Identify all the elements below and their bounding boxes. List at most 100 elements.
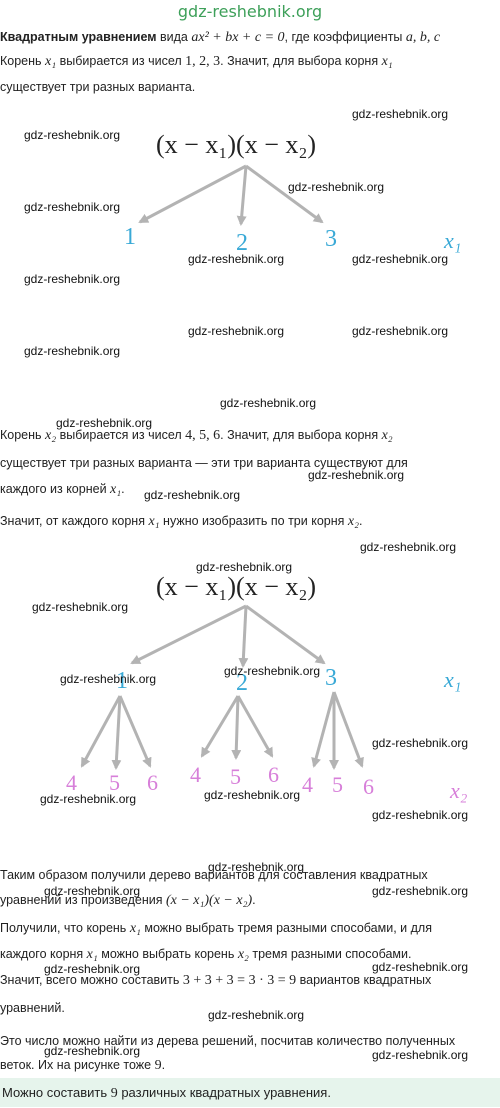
watermark: gdz-reshebnik.org bbox=[56, 416, 153, 430]
text: можно выбрать корень bbox=[97, 947, 238, 961]
text: выбирается из чисел bbox=[56, 428, 186, 442]
text: Значит, от каждого корня bbox=[0, 514, 149, 528]
text: вариантов квадратных bbox=[296, 973, 432, 987]
coefficients: a, b, c bbox=[405, 30, 441, 45]
watermark: gdz-reshebnik.org bbox=[220, 396, 317, 410]
answer-box: Можно составить 9 различных квадратных у… bbox=[0, 1078, 500, 1107]
text: . bbox=[121, 482, 125, 496]
text: Значит, всего можно составить bbox=[0, 973, 183, 987]
tree1-node-3: 3 bbox=[325, 226, 337, 252]
tree2-leaf: 5 bbox=[230, 764, 241, 789]
tree2-leaf: 5 bbox=[332, 772, 343, 797]
watermark: gdz-reshebnik.org bbox=[208, 860, 305, 874]
watermark: gdz-reshebnik.org bbox=[372, 736, 469, 750]
numbers: 1, 2, 3 bbox=[185, 54, 221, 69]
watermark: gdz-reshebnik.org bbox=[360, 540, 457, 554]
text: вида bbox=[156, 30, 192, 44]
tree1-level-label-x1: x₁ bbox=[444, 228, 462, 253]
tree2-leaf: 4 bbox=[66, 770, 77, 795]
watermark: gdz-reshebnik.org bbox=[372, 808, 469, 822]
watermark: gdz-reshebnik.org bbox=[352, 107, 449, 121]
watermark: gdz-reshebnik.org bbox=[24, 272, 121, 286]
watermark: gdz-reshebnik.org bbox=[352, 252, 449, 266]
paragraph-count-line2: веток. Их на рисунке тоже 9. bbox=[0, 1058, 496, 1073]
watermark: gdz-reshebnik.org bbox=[44, 962, 141, 976]
arrow bbox=[245, 604, 326, 665]
site-title[interactable]: gdz-reshebnik.org bbox=[177, 2, 323, 21]
paragraph-x2-line2: существует три разных варианта — эти три… bbox=[0, 456, 408, 470]
watermark: gdz-reshebnik.org bbox=[208, 1008, 305, 1022]
watermark: gdz-reshebnik.org bbox=[204, 788, 301, 802]
text: уравнений из произведения bbox=[0, 893, 166, 907]
tree2-node-2: 2 bbox=[236, 670, 248, 696]
paragraph-ways-line2: каждого корня x₁ можно выбрать корень x₂… bbox=[0, 947, 496, 962]
tree2-leaf: 6 bbox=[268, 762, 279, 787]
paragraph-tree-line2: уравнений из произведения (x − x₁)(x − x… bbox=[0, 893, 496, 908]
var-x1: x₁ bbox=[129, 921, 141, 936]
text: . bbox=[161, 1058, 166, 1072]
paragraph-x1-line1: Корень x₁ выбирается из чисел 1, 2, 3. З… bbox=[0, 54, 496, 69]
text: , где коэффициенты bbox=[284, 30, 406, 44]
paragraph-ways-line1: Получили, что корень x₁ можно выбрать тр… bbox=[0, 921, 496, 936]
paragraph-each: Значит, от каждого корня x₁ нужно изобра… bbox=[0, 514, 496, 529]
paragraph-total-line2: уравнений. bbox=[0, 1001, 65, 1015]
watermark: gdz-reshebnik.org bbox=[24, 344, 121, 358]
tree2-node-1: 1 bbox=[116, 668, 128, 694]
paragraph-x1-line2: существует три разных варианта. bbox=[0, 80, 196, 94]
watermark: gdz-reshebnik.org bbox=[288, 180, 385, 194]
watermark: gdz-reshebnik.org bbox=[24, 200, 121, 214]
watermark: gdz-reshebnik.org bbox=[372, 1048, 469, 1062]
watermark: gdz-reshebnik.org bbox=[224, 664, 321, 678]
text: . Значит, для выбора корня bbox=[220, 428, 382, 442]
number: 9 bbox=[154, 1058, 162, 1073]
text: различных квадратных уравнения. bbox=[117, 1085, 331, 1100]
tree2-leaf: 4 bbox=[190, 762, 201, 787]
tree2-node-3: 3 bbox=[325, 665, 337, 691]
text: тремя разными способами. bbox=[248, 947, 412, 961]
var-x1: x₁ bbox=[110, 482, 122, 497]
watermark: gdz-reshebnik.org bbox=[372, 960, 469, 974]
watermark: gdz-reshebnik.org bbox=[196, 560, 293, 574]
watermark: gdz-reshebnik.org bbox=[372, 884, 469, 898]
tree1-node-2: 2 bbox=[236, 230, 248, 256]
tree2-level-label-x2: x₂ bbox=[450, 778, 468, 803]
intro-paragraph: Квадратным уравнением вида ax² + bx + c … bbox=[0, 30, 496, 45]
equation: ax² + bx + c = 0 bbox=[191, 30, 285, 45]
arrow bbox=[231, 695, 242, 760]
tree1-node-1: 1 bbox=[124, 224, 136, 250]
number: 9 bbox=[110, 1086, 118, 1101]
product-formula: (x − x₁)(x − x₂) bbox=[165, 893, 253, 908]
watermark: gdz-reshebnik.org bbox=[40, 792, 137, 806]
text: веток. Их на рисунке тоже bbox=[0, 1058, 155, 1072]
paragraph-x2-line1: Корень x₂ выбирается из чисел 4, 5, 6. З… bbox=[0, 428, 496, 443]
paragraph-count-line1: Это число можно найти из дерева решений,… bbox=[0, 1034, 456, 1048]
watermark: gdz-reshebnik.org bbox=[188, 252, 285, 266]
paragraph-total-line1: Значит, всего можно составить 3 + 3 + 3 … bbox=[0, 973, 496, 988]
arrow bbox=[118, 695, 152, 768]
text: выбирается из чисел bbox=[56, 54, 186, 68]
var-x1: x₁ bbox=[148, 514, 160, 529]
term-bold: Квадратным уравнением bbox=[0, 30, 157, 44]
sum-equation: 3 + 3 + 3 = 3 · 3 = 9 bbox=[182, 973, 297, 988]
paragraph-tree-line1: Таким образом получили дерево вариантов … bbox=[0, 868, 428, 882]
text: . bbox=[358, 514, 363, 528]
var-x2: x₂ bbox=[347, 514, 359, 529]
text: . bbox=[252, 893, 256, 907]
tree2-leaf: 6 bbox=[147, 770, 158, 795]
watermark: gdz-reshebnik.org bbox=[144, 488, 241, 502]
arrow bbox=[80, 695, 122, 768]
arrow bbox=[332, 691, 364, 768]
tree2-level-label-x1: x₁ bbox=[444, 667, 462, 692]
arrow bbox=[111, 695, 122, 770]
text: Можно составить bbox=[2, 1085, 111, 1100]
watermark: gdz-reshebnik.org bbox=[44, 1044, 141, 1058]
tree2-leaf: 5 bbox=[109, 770, 120, 795]
text: каждого корня bbox=[0, 947, 87, 961]
text: Получили, что корень bbox=[0, 921, 130, 935]
var-x1: x₁ bbox=[45, 54, 57, 69]
watermark: gdz-reshebnik.org bbox=[24, 128, 121, 142]
arrow bbox=[238, 605, 249, 668]
watermark: gdz-reshebnik.org bbox=[44, 884, 141, 898]
var-x1: x₁ bbox=[381, 54, 393, 69]
tree2-formula: (x − x₁)(x − x₂) bbox=[156, 572, 317, 601]
